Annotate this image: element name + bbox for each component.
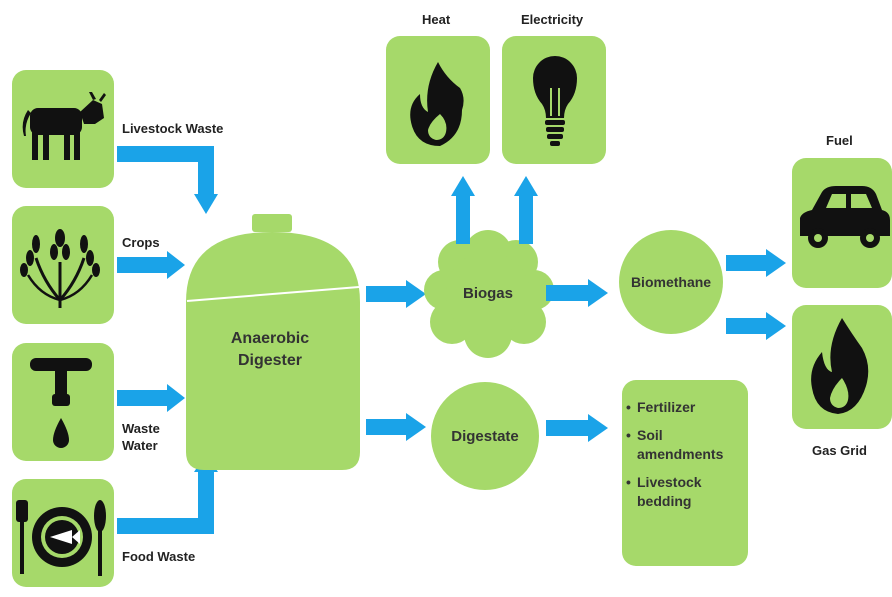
use-item-bedding-line-2: bedding bbox=[637, 493, 692, 509]
biogas-cloud bbox=[424, 230, 554, 358]
arrow-livestock-to-digester bbox=[117, 146, 218, 214]
arrow-digestate-to-uses bbox=[546, 414, 608, 442]
flame-icon bbox=[410, 62, 464, 146]
biomethane-label: Biomethane bbox=[630, 274, 712, 290]
waste-water-label: Waste Water bbox=[122, 420, 160, 454]
use-item-fertilizer: Fertilizer bbox=[626, 398, 744, 417]
plate-fish-icon bbox=[16, 500, 106, 576]
waste-water-label-line-2: Water bbox=[122, 438, 158, 453]
gas-flame-icon bbox=[811, 318, 869, 414]
water-tap-icon bbox=[30, 358, 92, 448]
use-item-soil-line-2: amendments bbox=[637, 446, 724, 462]
anaerobic-digester bbox=[186, 214, 360, 470]
light-bulb-icon bbox=[533, 56, 577, 146]
digestate-circle bbox=[431, 382, 539, 490]
input-box-livestock bbox=[12, 70, 114, 188]
car-icon bbox=[800, 186, 890, 248]
food-waste-label: Food Waste bbox=[122, 549, 196, 564]
input-box-crops bbox=[12, 206, 114, 324]
heat-box bbox=[386, 36, 490, 164]
heat-label: Heat bbox=[422, 12, 451, 27]
crops-label: Crops bbox=[122, 235, 160, 250]
arrow-biogas-to-heat bbox=[451, 176, 475, 244]
use-item-livestock-bedding: Livestock bedding bbox=[626, 473, 744, 511]
cow-icon bbox=[22, 92, 106, 160]
biomethane-circle bbox=[619, 230, 723, 334]
arrow-digester-to-biogas bbox=[366, 280, 426, 308]
input-box-waste-water bbox=[12, 343, 114, 461]
arrow-crops-to-digester bbox=[117, 251, 185, 279]
livestock-waste-label: Livestock Waste bbox=[122, 121, 224, 136]
use-item-fertilizer-line-1: Fertilizer bbox=[637, 399, 696, 415]
arrow-biomethane-to-fuel bbox=[726, 249, 786, 277]
gas-grid-label: Gas Grid bbox=[812, 443, 867, 458]
arrow-waste-water-to-digester bbox=[117, 384, 185, 412]
input-box-food-waste bbox=[12, 479, 114, 587]
arrow-biogas-to-biomethane bbox=[546, 279, 608, 307]
digestate-label: Digestate bbox=[451, 428, 519, 445]
wheat-icon bbox=[20, 229, 100, 308]
electricity-label: Electricity bbox=[521, 12, 584, 27]
gas-grid-box bbox=[792, 305, 892, 429]
arrow-biomethane-to-gas-grid bbox=[726, 312, 786, 340]
use-item-soil-line-1: Soil bbox=[637, 427, 663, 443]
arrow-digester-to-digestate bbox=[366, 413, 426, 441]
arrow-biogas-to-electricity bbox=[514, 176, 538, 244]
digestate-uses-list: Fertilizer Soil amendments Livestock bed… bbox=[626, 398, 744, 520]
digester-label: Anaerobic Digester bbox=[200, 328, 340, 372]
digester-label-line-1: Anaerobic bbox=[230, 330, 310, 347]
waste-water-label-line-1: Waste bbox=[122, 421, 160, 436]
biogas-label: Biogas bbox=[462, 285, 513, 302]
use-item-bedding-line-1: Livestock bbox=[637, 474, 702, 490]
digester-label-line-2: Digester bbox=[237, 352, 303, 369]
use-item-soil-amendments: Soil amendments bbox=[626, 426, 744, 464]
fuel-box bbox=[792, 158, 892, 288]
electricity-box bbox=[502, 36, 606, 164]
fuel-label: Fuel bbox=[826, 133, 853, 148]
